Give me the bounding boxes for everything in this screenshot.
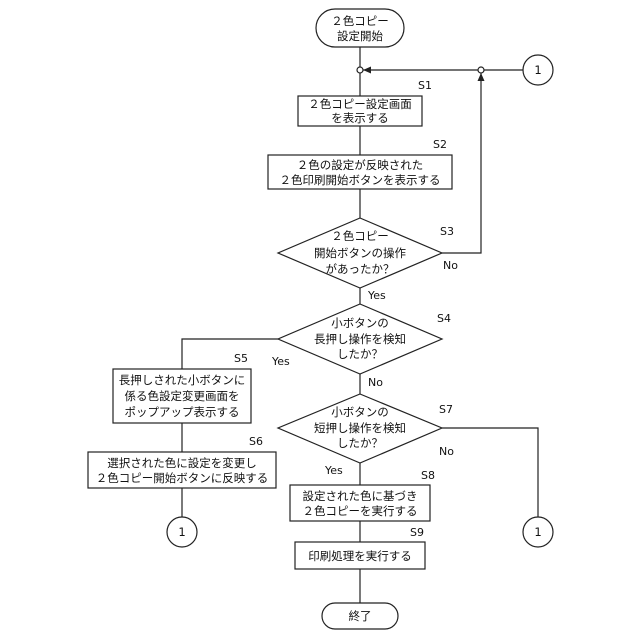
loop-arrowhead-icon	[363, 67, 371, 74]
step-s9-label: S9	[410, 526, 424, 539]
connector-top-right-label: 1	[534, 63, 541, 77]
step-s2-label: S2	[433, 138, 447, 151]
step-s3-decision: ２色コピー 開始ボタンの操作 があったか？ S3	[278, 218, 454, 288]
step-s6-label: S6	[249, 435, 263, 448]
end-text: 終了	[349, 609, 372, 623]
step-s4-label: S4	[437, 312, 451, 325]
step-s4-decision: 小ボタンの 長押し操作を検知 したか？ S4	[278, 304, 451, 374]
s7-yes-label: Yes	[324, 464, 343, 477]
merge-junction-dot	[357, 67, 363, 73]
step-s2-text-line-1: ２色の設定が反映された	[297, 158, 424, 172]
step-s3-text-line-1: ２色コピー	[331, 229, 389, 243]
connector-bottom-right: 1	[523, 517, 553, 547]
step-s8-text-line-1: 設定された色に基づき	[303, 489, 418, 503]
step-s4-text-line-3: したか？	[337, 347, 383, 361]
step-s4-text-line-2: 長押し操作を検知	[314, 332, 406, 346]
step-s3-label: S3	[440, 225, 454, 238]
step-s9-text-line-1: 印刷処理を実行する	[308, 549, 412, 563]
start-text-line-2: 設定開始	[337, 29, 383, 43]
step-s5-text-line-3: ポップアップ表示する	[125, 405, 240, 419]
step-s7-text-line-1: 小ボタンの	[331, 405, 389, 419]
step-s5-label: S5	[234, 352, 248, 365]
step-s8-process: 設定された色に基づき ２色コピーを実行する S8	[290, 469, 435, 521]
step-s7-label: S7	[439, 403, 453, 416]
connector-bottom-right-label: 1	[534, 525, 541, 539]
step-s5-text-line-1: 長押しされた小ボタンに	[119, 373, 246, 387]
step-s7-text-line-3: したか？	[337, 436, 383, 450]
connector-bottom-left-label: 1	[178, 525, 185, 539]
step-s7-decision: 小ボタンの 短押し操作を検知 したか？ S7	[278, 394, 453, 463]
step-s1-process: ２色コピー設定画面 を表示する S1	[298, 79, 432, 126]
s3-no-label: No	[443, 259, 458, 272]
step-s1-text-line-2: を表示する	[331, 111, 389, 125]
loop-junction-dot	[478, 67, 484, 73]
step-s1-label: S1	[418, 79, 432, 92]
s7-no-label: No	[439, 445, 454, 458]
step-s1-text-line-1: ２色コピー設定画面	[308, 97, 412, 111]
step-s3-text-line-2: 開始ボタンの操作	[314, 246, 406, 260]
s4-no-label: No	[368, 376, 383, 389]
up-arrowhead-icon	[478, 73, 485, 81]
step-s5-text-line-2: 係る色設定変更画面を	[125, 389, 240, 403]
start-terminal: ２色コピー 設定開始	[316, 9, 404, 47]
s3-yes-label: Yes	[367, 289, 386, 302]
connector-bottom-left: 1	[167, 517, 197, 547]
step-s4-text-line-1: 小ボタンの	[331, 316, 389, 330]
step-s8-label: S8	[421, 469, 435, 482]
step-s8-text-line-2: ２色コピーを実行する	[303, 504, 418, 518]
step-s7-text-line-2: 短押し操作を検知	[314, 421, 406, 435]
step-s6-text-line-1: 選択された色に設定を変更し	[107, 456, 257, 470]
step-s3-text-line-3: があったか？	[326, 262, 395, 276]
start-text-line-1: ２色コピー	[331, 14, 389, 28]
end-terminal: 終了	[322, 603, 398, 629]
connector-top-right: 1	[523, 55, 553, 85]
step-s6-text-line-2: ２色コピー開始ボタンに反映する	[96, 471, 269, 485]
s4-yes-label: Yes	[271, 355, 290, 368]
step-s2-text-line-2: ２色印刷開始ボタンを表示する	[280, 173, 441, 187]
